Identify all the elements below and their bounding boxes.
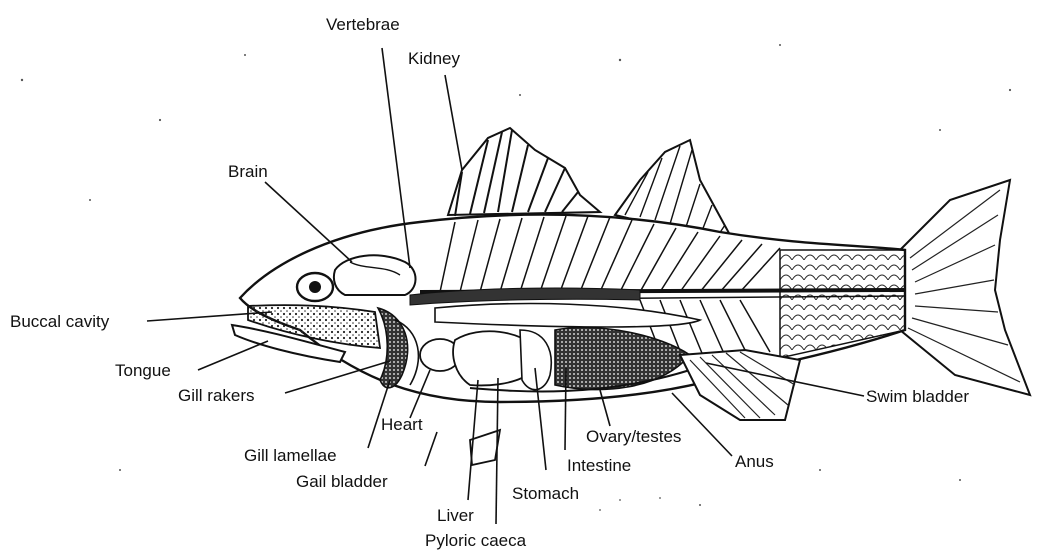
caudal-fin (900, 180, 1030, 395)
label-swim-bladder: Swim bladder (866, 388, 969, 405)
label-gill-rakers: Gill rakers (178, 387, 255, 404)
label-liver: Liver (437, 507, 474, 524)
caudal-peduncle-scales (780, 250, 905, 358)
label-pyloric-caeca: Pyloric caeca (425, 532, 526, 549)
label-tongue: Tongue (115, 362, 171, 379)
label-intestine: Intestine (567, 457, 631, 474)
label-buccal-cavity: Buccal cavity (10, 313, 109, 330)
pelvic-fin (680, 350, 800, 420)
label-gall-bladder: Gail bladder (296, 473, 388, 490)
label-ovary-testes: Ovary/testes (586, 428, 681, 445)
label-anus: Anus (735, 453, 774, 470)
label-brain: Brain (228, 163, 268, 180)
label-heart: Heart (381, 416, 423, 433)
gall-bladder (470, 430, 500, 465)
spiny-dorsal-fin (448, 128, 600, 216)
brain (334, 255, 416, 295)
label-kidney: Kidney (408, 50, 460, 67)
label-stomach: Stomach (512, 485, 579, 502)
label-gill-lamellae: Gill lamellae (244, 447, 337, 464)
label-vertebrae: Vertebrae (326, 16, 400, 33)
